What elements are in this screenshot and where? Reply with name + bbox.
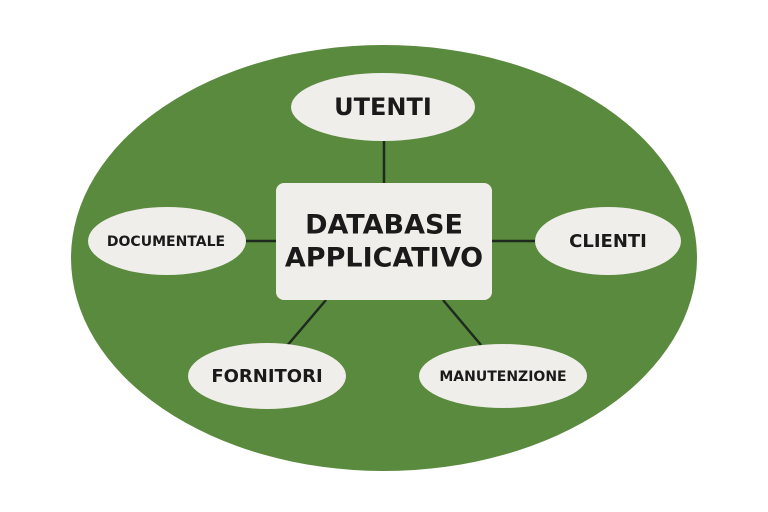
node-utenti: UTENTI	[291, 73, 475, 141]
connector-manutenzione	[442, 299, 482, 346]
node-fornitori-shape	[188, 343, 346, 409]
center-title-line1: DATABASE	[305, 210, 463, 241]
node-clienti-shape	[535, 207, 681, 275]
node-documentale-shape	[88, 207, 246, 275]
node-fornitori-label: FORNITORI	[211, 366, 322, 387]
node-fornitori: FORNITORI	[188, 343, 346, 409]
node-clienti-label: CLIENTI	[569, 231, 647, 252]
node-documentale-label: DOCUMENTALE	[107, 234, 225, 250]
center-box	[276, 183, 492, 300]
connector-fornitori	[285, 299, 327, 348]
node-manutenzione: MANUTENZIONE	[419, 344, 587, 408]
center-node: DATABASE APPLICATIVO	[276, 183, 492, 300]
node-utenti-label: UTENTI	[334, 93, 432, 121]
center-title-line2: APPLICATIVO	[285, 243, 483, 274]
node-manutenzione-label: MANUTENZIONE	[439, 369, 566, 385]
node-clienti: CLIENTI	[535, 207, 681, 275]
node-utenti-shape	[291, 73, 475, 141]
node-manutenzione-shape	[419, 344, 587, 408]
node-documentale: DOCUMENTALE	[88, 207, 246, 275]
